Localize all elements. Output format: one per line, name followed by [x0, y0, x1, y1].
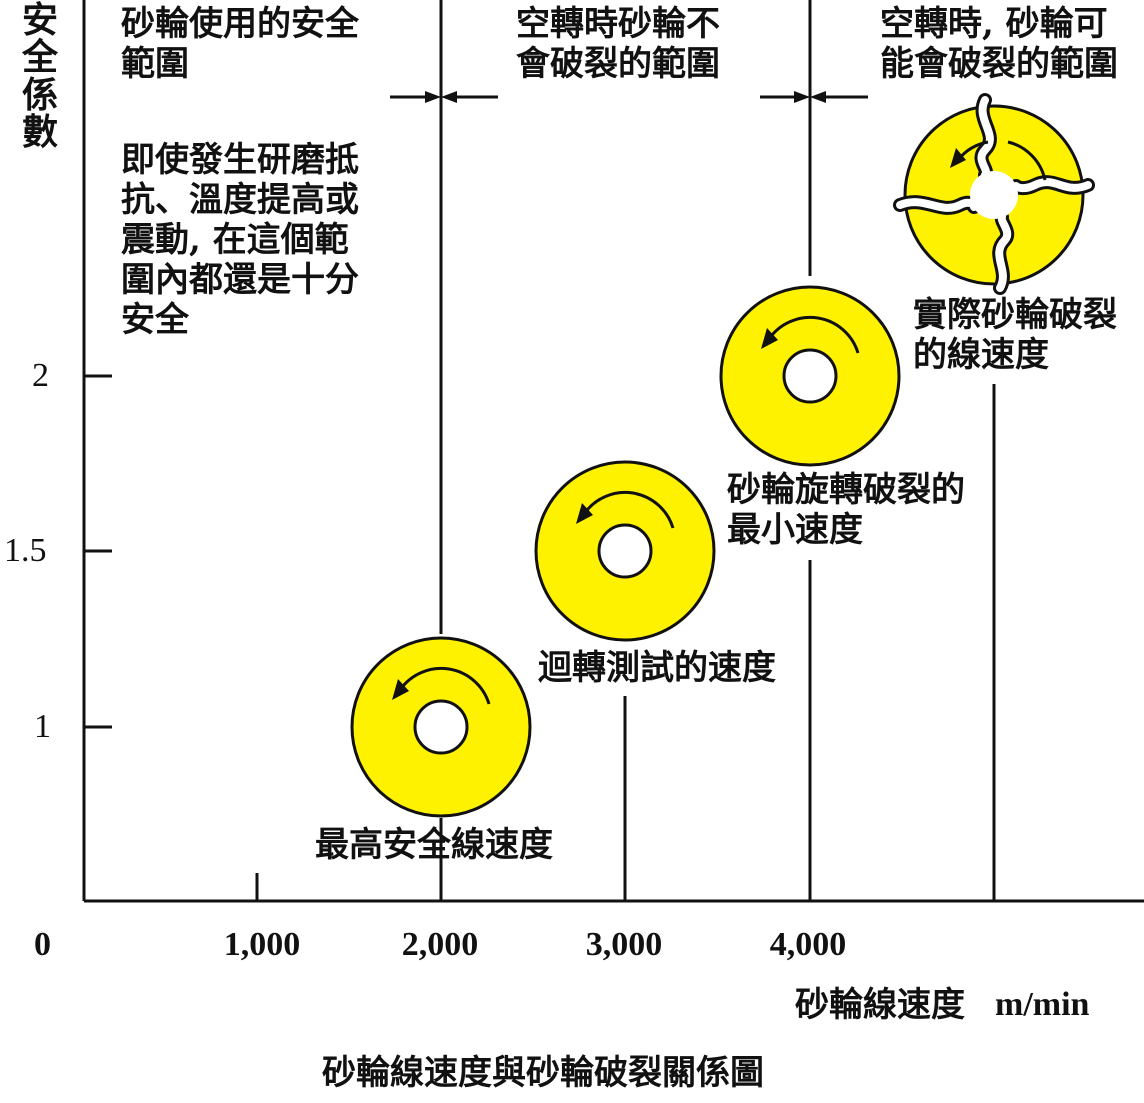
y-tick-label-1: 1 [34, 708, 51, 745]
x-tick-label-1000: 1,000 [223, 926, 301, 963]
y-axis-label: 安全係數 [22, 0, 59, 154]
safe-range-description: 即使發生研磨抵 抗、溫度提高或 震動, 在這個範 圍內都還是十分 安全 [121, 140, 359, 341]
broken-wheel-icon [893, 93, 1095, 295]
origin-label: 0 [34, 926, 51, 963]
x-tick-label-4000: 4,000 [769, 926, 847, 963]
y-tick-label-2: 2 [32, 357, 49, 394]
grinding-wheel-icon-2 [534, 460, 716, 642]
grinding-wheel-icon-1 [350, 636, 532, 818]
actual-break-speed-label: 實際砂輪破裂 的線速度 [913, 295, 1117, 376]
arrowhead-icon [441, 91, 457, 103]
may-break-range-label: 空轉時, 砂輪可 能會破裂的範圍 [880, 4, 1118, 85]
safe-range-label: 砂輪使用的安全 範圍 [121, 4, 359, 85]
x-axis-label: 砂輪線速度 [795, 985, 965, 1025]
spin-test-speed-label: 迴轉測試的速度 [538, 648, 776, 688]
arrowhead-icon [794, 91, 810, 103]
arrowhead-icon [425, 91, 441, 103]
figure-caption: 砂輪線速度與砂輪破裂關係圖 [322, 1053, 764, 1093]
x-tick-label-3000: 3,000 [585, 926, 663, 963]
min-break-speed-label: 砂輪旋轉破裂的 最小速度 [727, 470, 965, 551]
grinding-wheel-icon-3 [719, 285, 901, 467]
no-break-range-label: 空轉時砂輪不 會破裂的範圍 [516, 4, 720, 85]
y-tick-label-1.5: 1.5 [4, 532, 47, 569]
x-axis-unit: m/min [995, 986, 1090, 1023]
max-safe-speed-label: 最高安全線速度 [315, 825, 553, 865]
arrowhead-icon [810, 91, 826, 103]
x-tick-label-2000: 2,000 [401, 926, 479, 963]
